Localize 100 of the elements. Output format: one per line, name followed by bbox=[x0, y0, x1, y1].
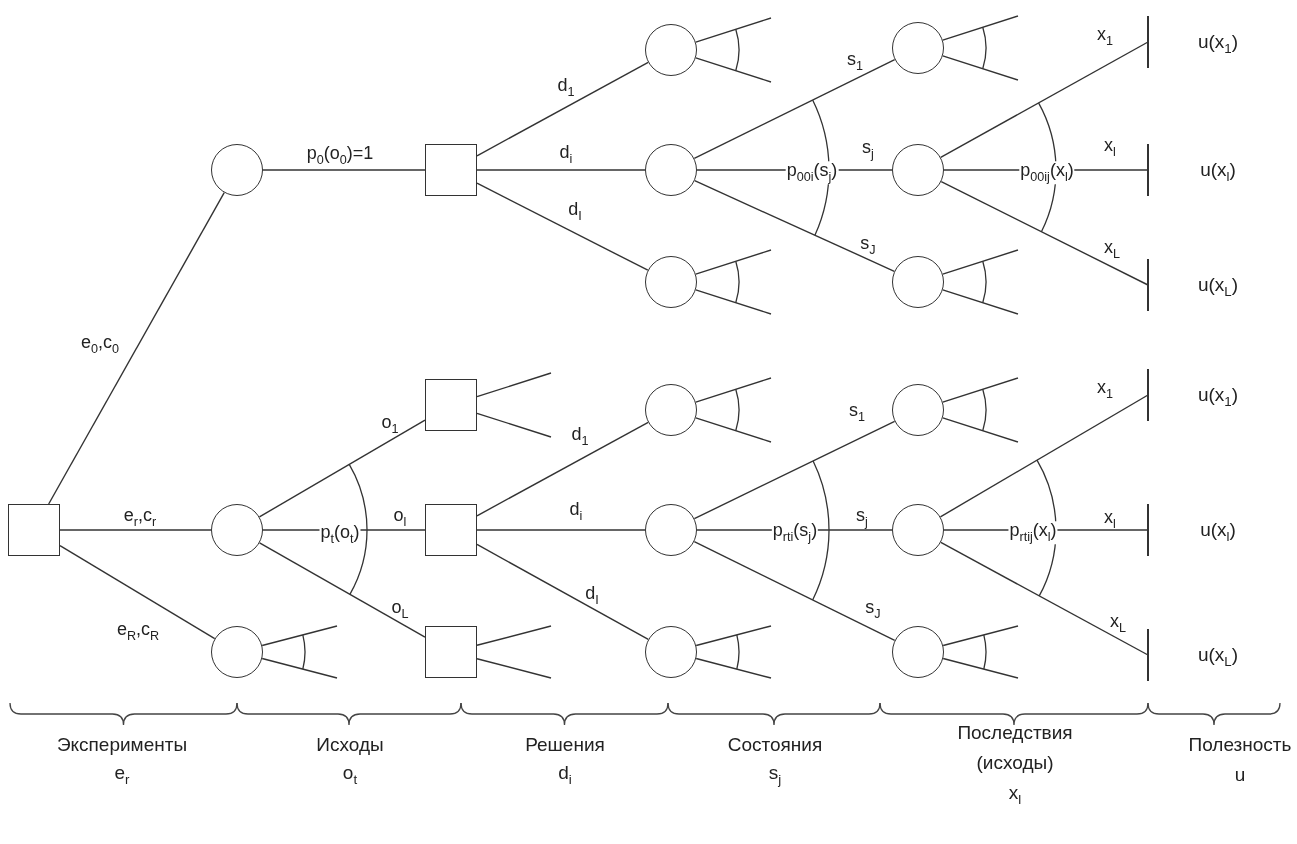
column-label: Эксперименты bbox=[56, 734, 188, 756]
branch-line bbox=[476, 169, 646, 171]
chance-node-circle bbox=[892, 256, 944, 308]
branch-line bbox=[695, 625, 772, 647]
chance-node-circle bbox=[211, 144, 263, 196]
column-label: Исходы bbox=[316, 734, 384, 756]
branch-line bbox=[693, 180, 896, 272]
branch-label: s$_{1}$ bbox=[847, 50, 863, 74]
branch-label: s$_{j}$ bbox=[862, 138, 874, 162]
probability-label: p$_{rti}$(s$_{j}$) bbox=[771, 521, 819, 545]
branch-line bbox=[261, 625, 338, 647]
decision-node-square bbox=[425, 626, 477, 678]
branch-line bbox=[695, 57, 772, 83]
chance-node-circle bbox=[892, 626, 944, 678]
branch-label: x$_{L}$ bbox=[1104, 238, 1120, 262]
branch-label: d$_{i}$ bbox=[569, 500, 583, 524]
branch-line bbox=[258, 419, 426, 518]
probability-label: p$_{00ij}$(x$_{l}$) bbox=[1019, 161, 1075, 185]
branch-label: s$_{J}$ bbox=[860, 234, 876, 258]
chance-node-circle bbox=[211, 626, 263, 678]
column-label: Полезность bbox=[1188, 734, 1292, 756]
branch-label: x$_{l}$ bbox=[1104, 136, 1116, 160]
chance-node-circle bbox=[645, 626, 697, 678]
branch-line bbox=[695, 377, 772, 403]
chance-node-circle bbox=[645, 256, 697, 308]
chance-node-circle bbox=[892, 504, 944, 556]
branch-line bbox=[693, 420, 896, 520]
branch-label: d$_{I}$ bbox=[585, 584, 599, 608]
branch-line bbox=[940, 180, 1149, 286]
chance-node-circle bbox=[892, 384, 944, 436]
utility-label: u(x$_{1}$) bbox=[1197, 31, 1239, 57]
branch-line bbox=[47, 191, 225, 505]
branch-line bbox=[476, 543, 649, 641]
decision-node-square bbox=[425, 144, 477, 196]
branch-label: s$_{1}$ bbox=[849, 401, 865, 425]
column-label: Решения bbox=[525, 734, 605, 756]
branch-label: d$_{1}$ bbox=[557, 76, 575, 100]
branch-line bbox=[693, 58, 896, 160]
column-label: Последствия bbox=[957, 722, 1073, 744]
column-label: u bbox=[1234, 764, 1246, 786]
branch-line bbox=[942, 417, 1019, 443]
chance-node-circle bbox=[645, 384, 697, 436]
branch-label: x$_{L}$ bbox=[1110, 612, 1126, 636]
chance-node-circle bbox=[645, 24, 697, 76]
branch-line bbox=[695, 417, 772, 443]
branch-line bbox=[476, 372, 552, 398]
probability-label: p$_{00i}$(s$_{j}$) bbox=[785, 161, 839, 185]
branch-line bbox=[942, 15, 1019, 41]
column-label: x$_{l}$ bbox=[1008, 782, 1022, 808]
branch-label: d$_{1}$ bbox=[571, 425, 589, 449]
branch-line bbox=[693, 540, 896, 642]
utility-label: u(x$_{l}$) bbox=[1200, 159, 1236, 185]
utility-label: u(x$_{1}$) bbox=[1197, 384, 1239, 410]
branch-line bbox=[261, 657, 338, 679]
branch-label: e$_{r}$,c$_{r}$ bbox=[123, 506, 157, 530]
chance-node-circle bbox=[645, 144, 697, 196]
branch-line bbox=[939, 394, 1149, 518]
chance-node-circle bbox=[892, 144, 944, 196]
branch-line bbox=[942, 55, 1019, 81]
chance-node-circle bbox=[645, 504, 697, 556]
column-label: (исходы) bbox=[976, 752, 1054, 774]
branch-line bbox=[942, 657, 1019, 679]
branch-line bbox=[262, 169, 426, 171]
branch-label: e$_{0}$,c$_{0}$ bbox=[80, 333, 120, 357]
column-label: e$_{r}$ bbox=[114, 762, 130, 788]
decision-node-square bbox=[8, 504, 60, 556]
branch-line bbox=[695, 289, 772, 315]
branch-line bbox=[942, 289, 1019, 315]
branch-line bbox=[940, 41, 1149, 159]
branch-line bbox=[695, 17, 772, 43]
branch-line bbox=[476, 182, 649, 271]
branch-label: o$_{l}$ bbox=[393, 506, 407, 530]
branch-line bbox=[695, 657, 772, 679]
decision-node-square bbox=[425, 379, 477, 431]
branch-label: o$_{L}$ bbox=[391, 598, 409, 622]
utility-label: u(x$_{L}$) bbox=[1197, 644, 1239, 670]
chance-node-circle bbox=[892, 22, 944, 74]
branch-label: x$_{1}$ bbox=[1097, 378, 1113, 402]
probability-label: p$_{rtij}$(x$_{l}$) bbox=[1008, 521, 1058, 545]
branch-line bbox=[476, 61, 649, 157]
branch-label: o$_{1}$ bbox=[381, 413, 399, 437]
utility-label: u(x$_{L}$) bbox=[1197, 274, 1239, 300]
branch-label: s$_{j}$ bbox=[856, 506, 868, 530]
branch-line bbox=[942, 249, 1019, 275]
branch-label: s$_{J}$ bbox=[865, 598, 881, 622]
decision-node-square bbox=[425, 504, 477, 556]
branch-line bbox=[942, 377, 1019, 403]
branch-line bbox=[59, 544, 216, 640]
chance-node-circle bbox=[211, 504, 263, 556]
branch-line bbox=[476, 529, 646, 531]
column-label: d$_{i}$ bbox=[558, 762, 572, 788]
column-label: Состояния bbox=[727, 734, 823, 756]
branch-line bbox=[940, 541, 1149, 656]
branch-label: x$_{1}$ bbox=[1097, 25, 1113, 49]
column-label: s$_{j}$ bbox=[768, 762, 782, 788]
branch-line bbox=[695, 249, 772, 275]
branch-label: d$_{I}$ bbox=[568, 200, 582, 224]
branch-label: e$_{R}$,c$_{R}$ bbox=[116, 620, 160, 644]
column-label: o$_{t}$ bbox=[342, 762, 358, 788]
branch-label: d$_{i}$ bbox=[559, 143, 573, 167]
